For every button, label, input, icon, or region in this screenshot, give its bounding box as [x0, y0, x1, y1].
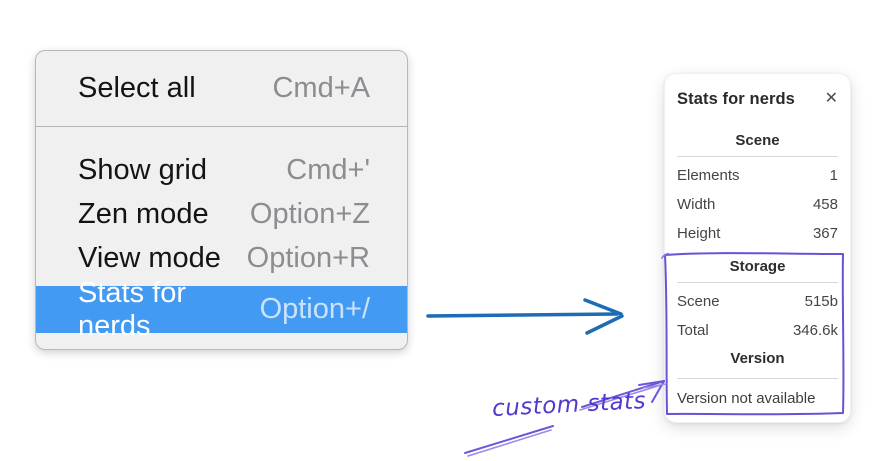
section-divider	[677, 156, 838, 157]
menu-item-label: Select all	[78, 72, 196, 104]
stat-label: Total	[677, 322, 709, 339]
menu-item-label: Show grid	[78, 153, 207, 186]
stat-row-total-storage: Total 346.6k	[677, 316, 838, 345]
stat-label: Width	[677, 196, 716, 213]
stat-row-width: Width 458	[677, 190, 838, 219]
stat-value: 367	[812, 225, 838, 242]
close-icon[interactable]: ✕	[824, 90, 838, 107]
menu-item-shortcut: Option+Z	[249, 197, 370, 230]
menu-item-label: Stats for nerds	[78, 276, 186, 342]
menu-item-stats-for-nerds[interactable]: Stats for nerds Option+/	[36, 277, 407, 342]
hand-drawn-highlight-box	[661, 252, 845, 416]
menu-item-shortcut: Cmd+A	[272, 72, 370, 104]
stat-value: 1	[829, 167, 838, 184]
context-menu: Select all Cmd+A Show grid Cmd+' Zen mod…	[35, 50, 408, 350]
menu-divider	[36, 126, 407, 127]
section-divider	[677, 282, 838, 283]
stat-row-height: Height 367	[677, 219, 838, 248]
stat-label: Height	[677, 225, 721, 242]
section-header-scene: Scene	[735, 132, 780, 149]
stat-row-scene-storage: Scene 515b	[677, 287, 838, 316]
stats-panel-title: Stats for nerds	[677, 89, 795, 108]
menu-item-select-all[interactable]: Select all Cmd+A	[36, 51, 407, 126]
hand-drawn-arrow	[464, 380, 667, 457]
blue-arrow	[426, 298, 624, 335]
stat-value: 515b	[804, 293, 838, 310]
stat-value: 346.6k	[792, 322, 838, 339]
stats-panel-header: Stats for nerds ✕	[677, 88, 838, 110]
section-header-storage: Storage	[729, 258, 786, 275]
menu-item-shortcut: Cmd+'	[286, 153, 370, 186]
menu-item-view-mode[interactable]: View mode Option+R	[36, 236, 407, 280]
section-header-version: Version	[730, 350, 785, 367]
menu-item-shortcut: Option+R	[246, 241, 370, 274]
stats-panel: Stats for nerds ✕ Scene Elements 1 Width…	[664, 73, 851, 423]
stat-value: 458	[812, 196, 838, 213]
menu-item-show-grid[interactable]: Show grid Cmd+'	[36, 148, 407, 192]
menu-item-label: Zen mode	[78, 197, 209, 230]
stat-label: Elements	[677, 167, 740, 184]
stat-label: Scene	[677, 293, 720, 310]
menu-item-label: View mode	[78, 241, 221, 274]
version-note: Version not available	[677, 389, 816, 407]
section-divider	[677, 378, 838, 379]
stat-row-elements: Elements 1	[677, 161, 838, 190]
menu-item-zen-mode[interactable]: Zen mode Option+Z	[36, 192, 407, 236]
menu-item-shortcut: Option+/	[259, 293, 370, 325]
